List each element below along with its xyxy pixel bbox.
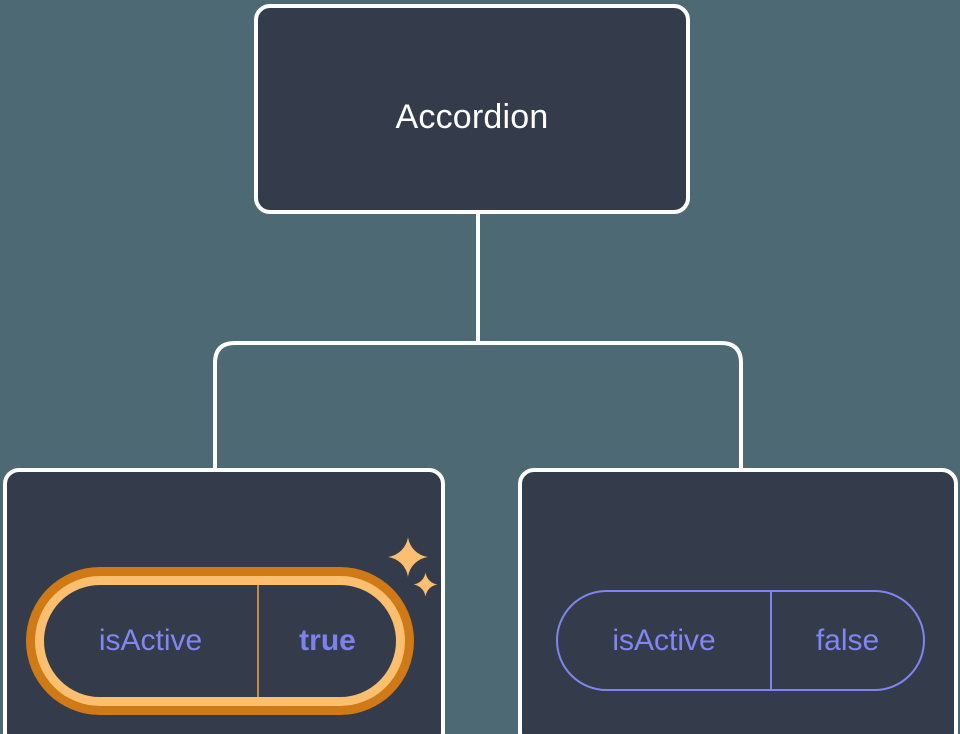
prop-pill-divider: [770, 592, 772, 689]
prop-key-label: isActive: [612, 623, 716, 657]
prop-key-label: isActive: [98, 624, 203, 657]
prop-pill-isactive-false[interactable]: isActive false: [556, 590, 925, 691]
prop-pill-isactive-true[interactable]: isActive true: [35, 576, 405, 706]
prop-pill-divider: [257, 585, 259, 697]
edge-branch-right: [478, 341, 743, 470]
prop-value-label: false: [815, 623, 880, 657]
node-accordion[interactable]: Accordion: [254, 4, 690, 214]
node-accordion-title: Accordion: [395, 98, 549, 136]
edge-branch-left: [213, 341, 478, 470]
prop-value-label: true: [299, 624, 356, 657]
